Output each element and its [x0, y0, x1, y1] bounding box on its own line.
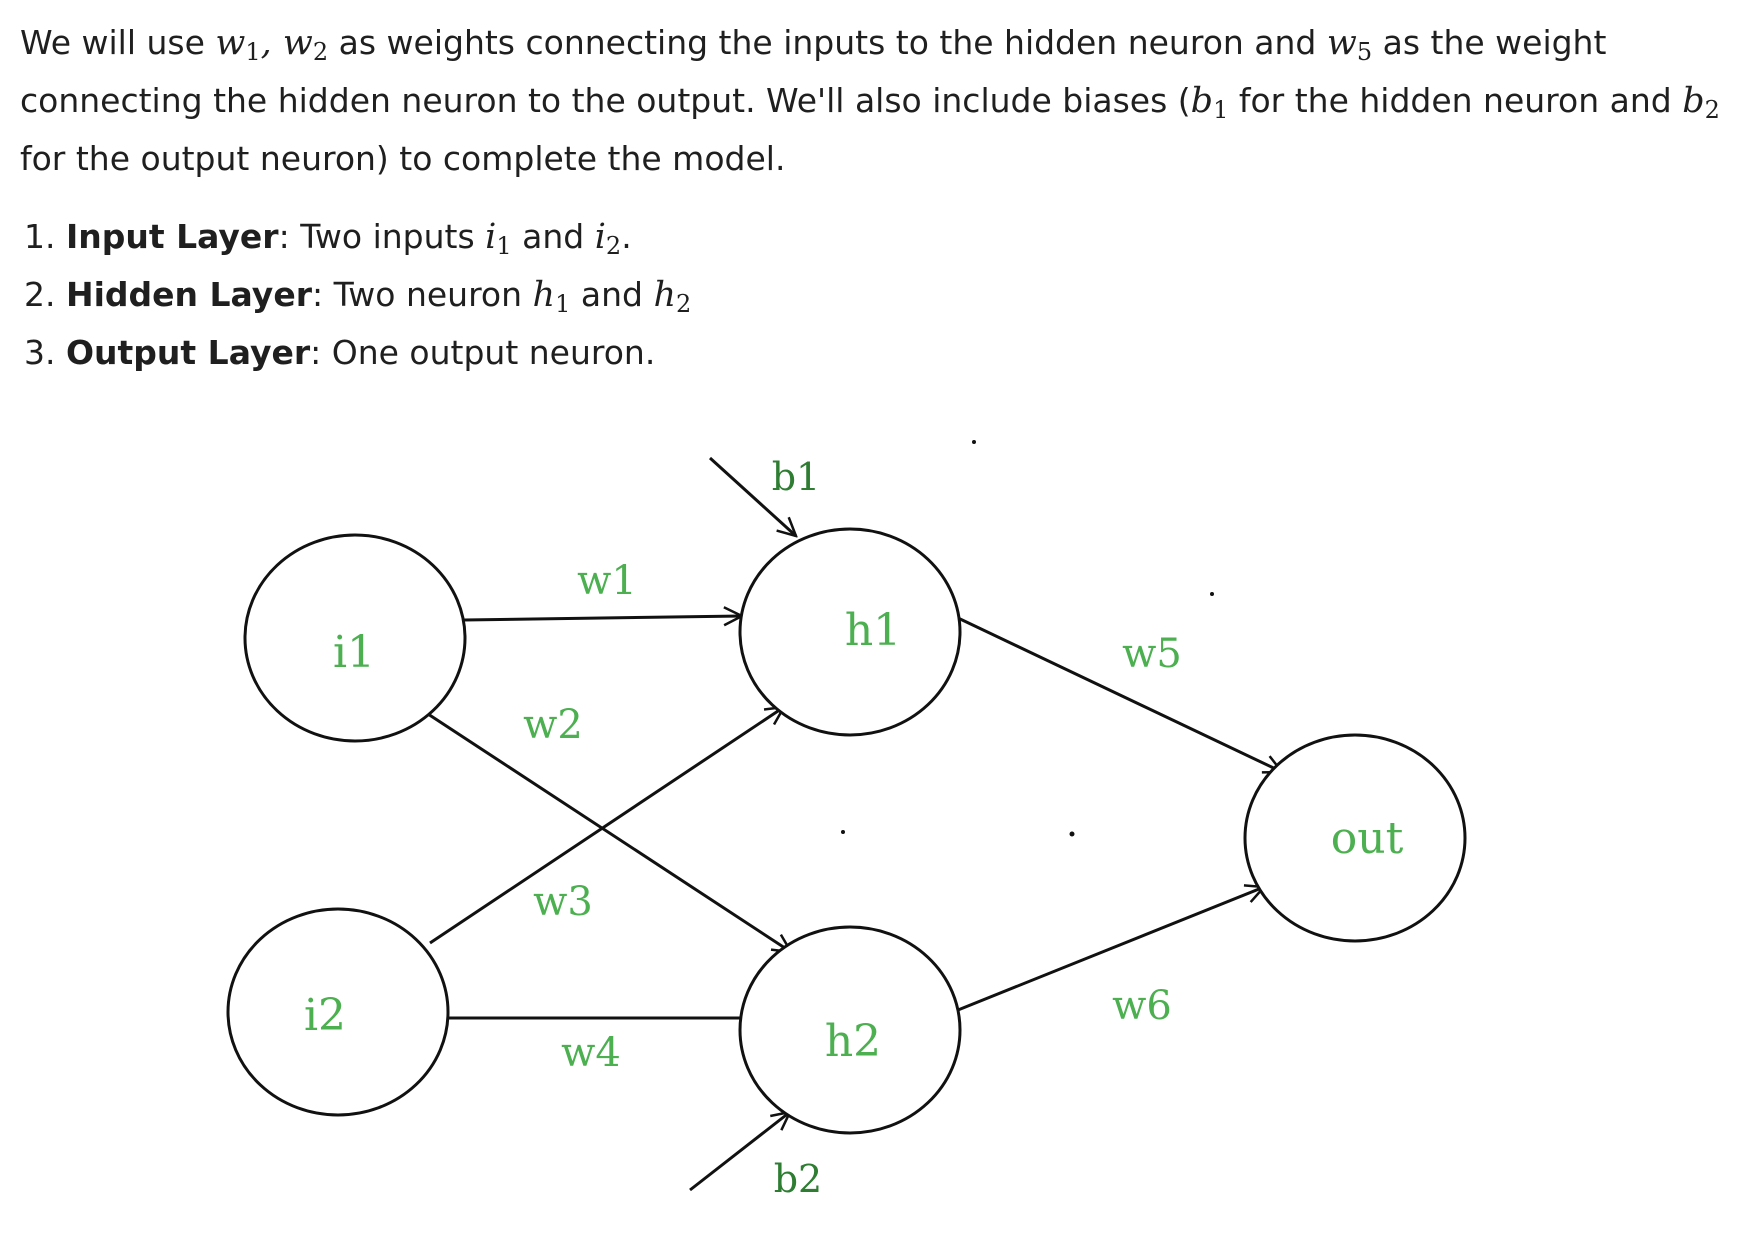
stray-dot — [972, 440, 976, 444]
math-b1: b1 — [1190, 81, 1229, 124]
node-label-i2: i2 — [304, 990, 346, 1041]
math-w5: w5 — [1326, 23, 1373, 66]
edge-i1-h1 — [463, 616, 742, 620]
math-w2: w2 — [282, 23, 329, 66]
stray-dot — [1069, 831, 1075, 837]
intro-text-3: as the weight connecting the hidden neur… — [20, 23, 1607, 120]
intro-text-5: for the output neuron) to complete the m… — [20, 139, 786, 178]
math-i2: i2 — [594, 217, 622, 260]
node-label-out: out — [1331, 813, 1404, 864]
layer-title: Hidden Layer — [65, 275, 312, 314]
math-comma: , — [260, 23, 283, 63]
edge-h2-out — [957, 887, 1264, 1012]
edge-b1-h1 — [708, 456, 796, 536]
node-out — [1243, 733, 1467, 943]
weight-label-w4: w4 — [561, 1030, 621, 1076]
edge-i2-h1 — [429, 707, 784, 945]
stray-dot — [841, 830, 845, 834]
stray-dot — [1210, 592, 1214, 596]
math-i1: i1 — [485, 217, 512, 260]
layer-item-hidden: 2. Hidden Layer: Two neuron h1 and h2 — [24, 275, 692, 318]
intro-text-2: as weights connecting the inputs to the … — [328, 23, 1327, 62]
bias-label-b2: b2 — [774, 1157, 823, 1201]
edge-b2-h2 — [689, 1112, 790, 1192]
math-w1: w1 — [215, 23, 261, 66]
layer-title: Output Layer — [65, 333, 311, 372]
node-h1 — [738, 527, 962, 737]
node-label-i1: i1 — [333, 627, 375, 678]
edge-i1-h2 — [427, 712, 791, 952]
weight-label-w5: w5 — [1122, 631, 1182, 677]
node-label-h1: h1 — [845, 605, 901, 656]
weight-label-w2: w2 — [523, 702, 583, 748]
bias-label-b1: b1 — [772, 455, 821, 499]
intro-text-4: for the hidden neuron and — [1228, 81, 1683, 120]
node-i1 — [243, 533, 467, 743]
layer-title: Input Layer — [65, 217, 279, 256]
layer-list: 1. Input Layer: Two inputs i1 and i2. 2.… — [24, 208, 691, 381]
layer-item-input: 1. Input Layer: Two inputs i1 and i2. — [24, 217, 632, 260]
layer-item-output: 3. Output Layer: One output neuron. — [24, 333, 656, 372]
node-label-h2: h2 — [825, 1016, 881, 1067]
weight-label-w6: w6 — [1112, 983, 1172, 1029]
weight-label-w1: w1 — [577, 558, 637, 604]
math-h2: h2 — [653, 275, 692, 318]
math-h1: h1 — [532, 275, 571, 318]
node-i2 — [226, 907, 450, 1117]
edge-h1-out — [957, 616, 1282, 772]
weight-label-w3: w3 — [533, 879, 593, 925]
math-b2: b2 — [1682, 81, 1720, 124]
intro-text-1: We will use — [20, 23, 216, 62]
node-h2 — [738, 925, 962, 1135]
intro-paragraph: We will use w1, w2 as weights connecting… — [20, 14, 1740, 187]
